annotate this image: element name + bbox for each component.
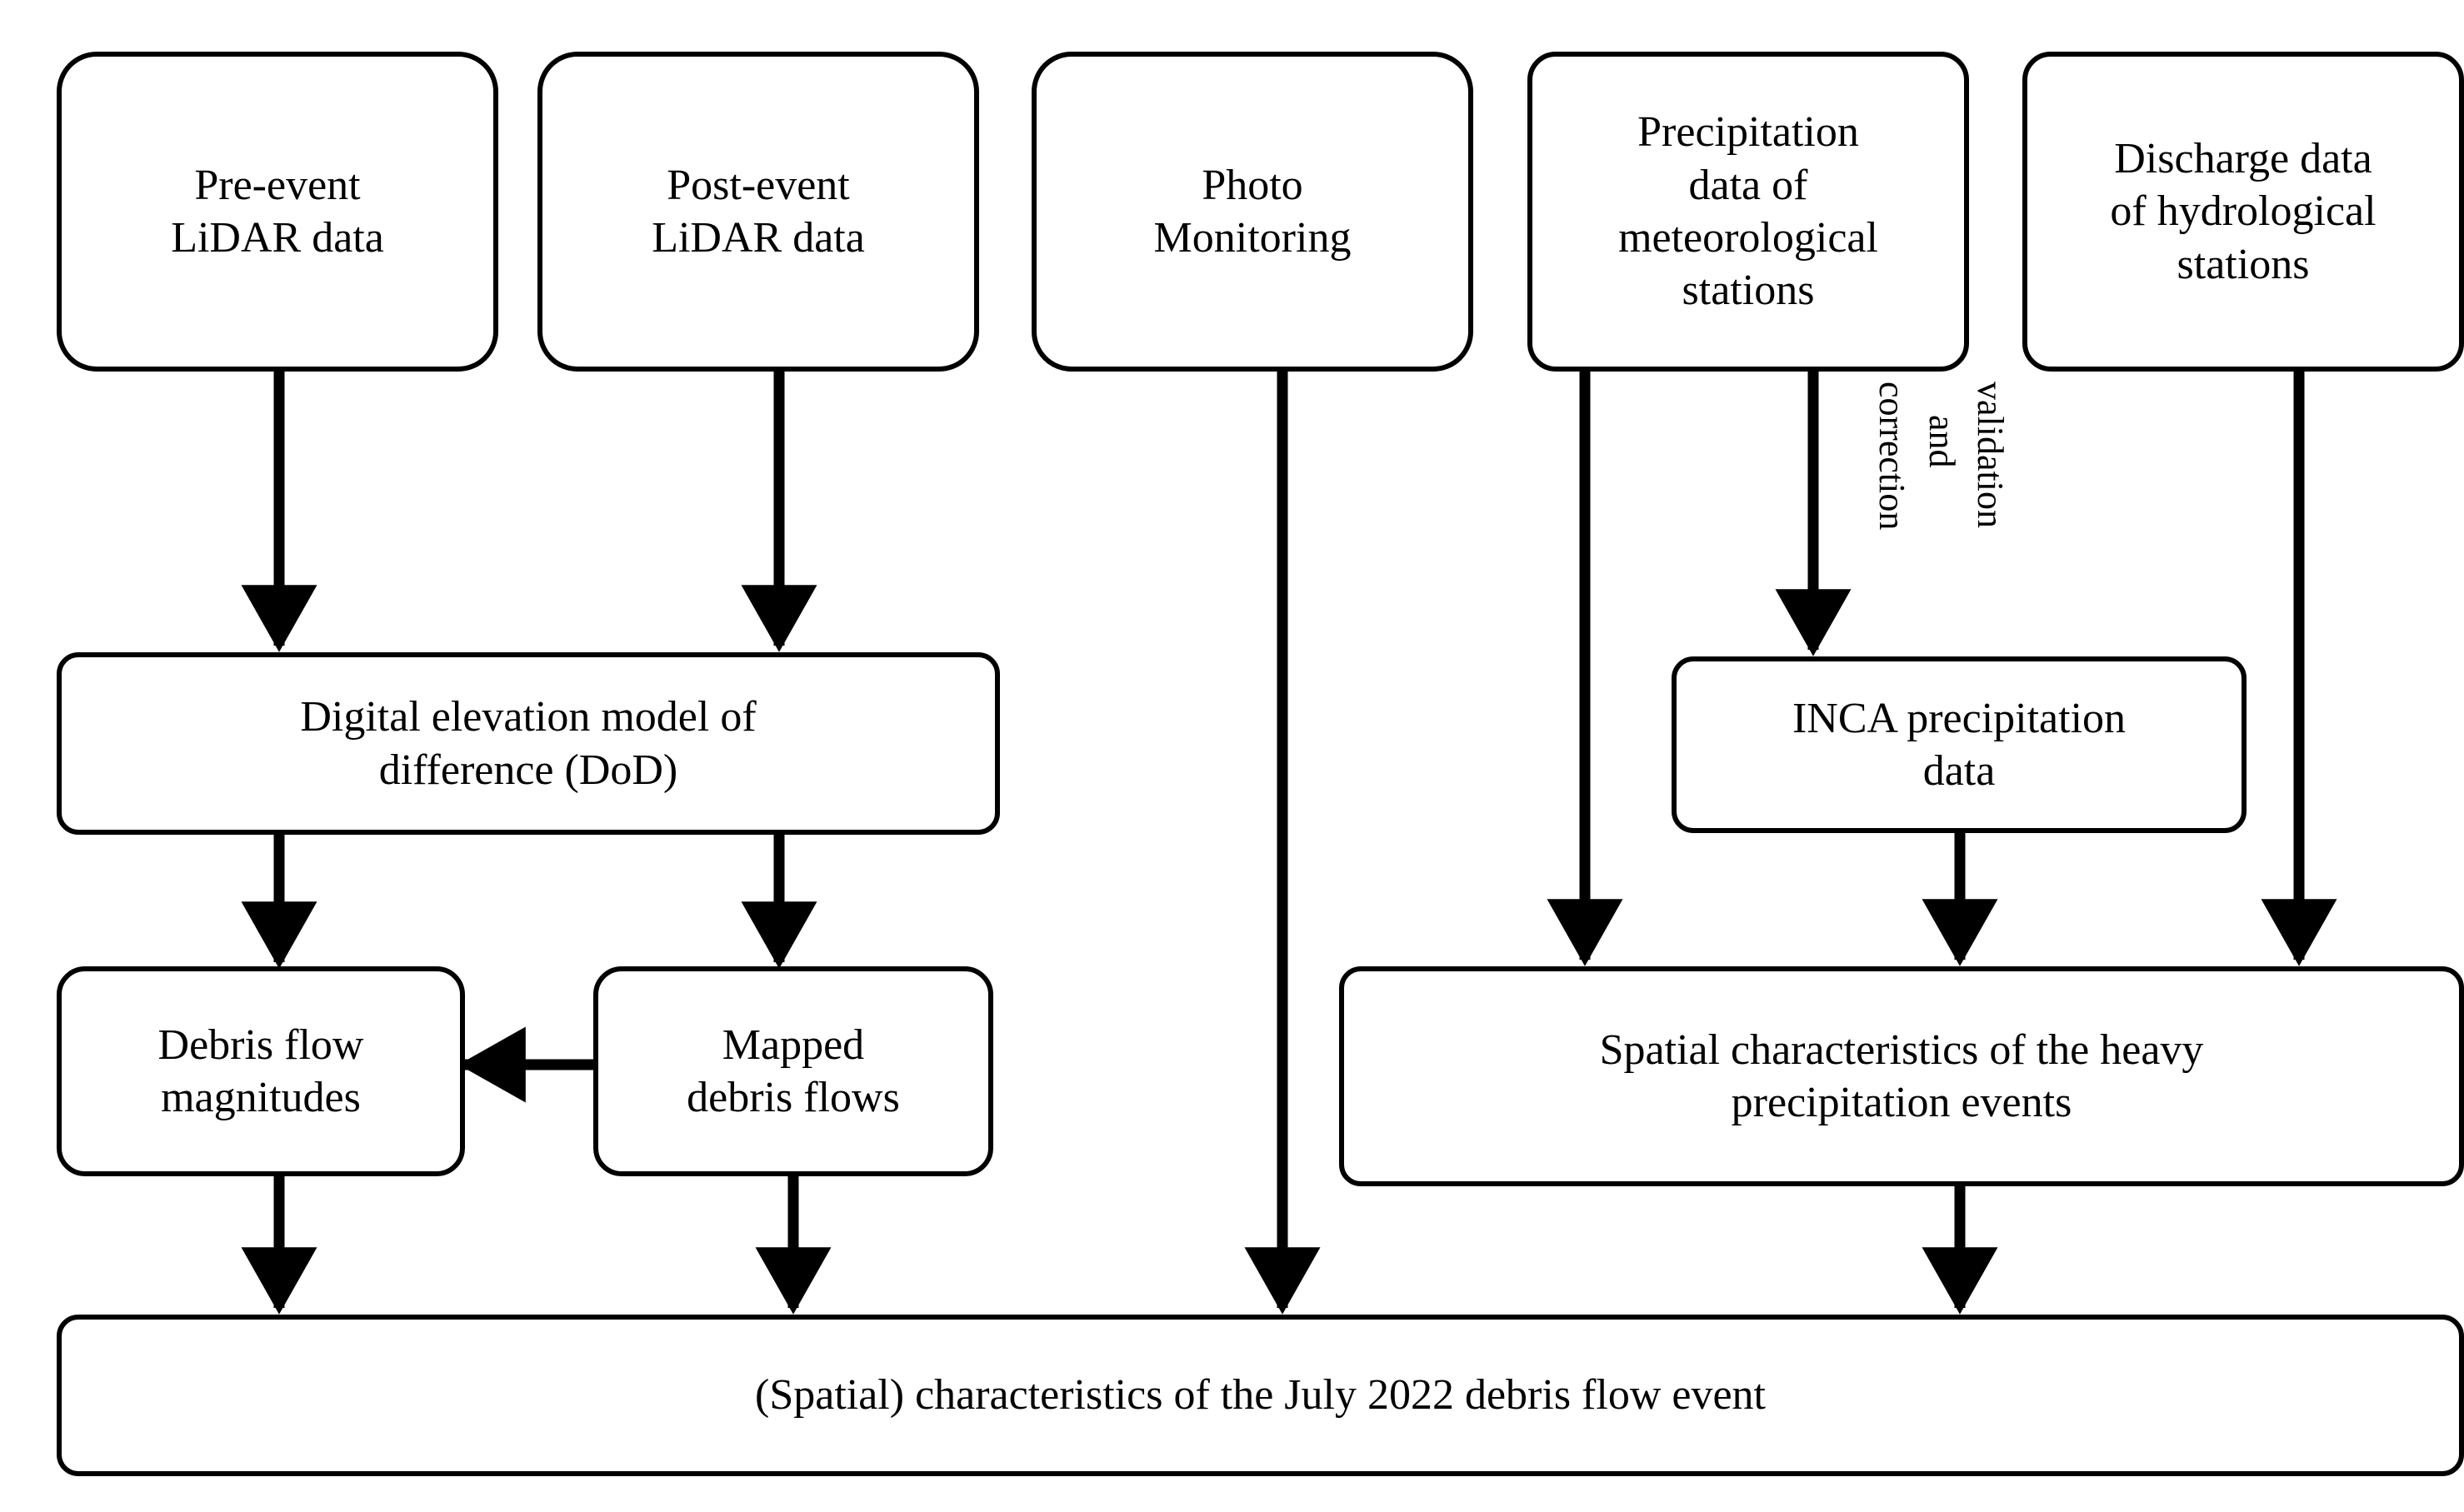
- node-mapped-debris-flows[interactable]: Mapped debris flows: [593, 966, 993, 1176]
- node-digital-elevation-model-of-difference[interactable]: Digital elevation model of difference (D…: [57, 652, 1000, 835]
- node-inca-precipitation-data[interactable]: INCA precipitation data: [1672, 656, 2247, 833]
- edge-label-line-correction: correction: [1872, 382, 1912, 531]
- node-photo-monitoring[interactable]: Photo Monitoring: [1032, 52, 1473, 372]
- node-pre-event-lidar-data[interactable]: Pre-event LiDAR data: [57, 52, 498, 372]
- node-precipitation-data-of-meteorological-stations[interactable]: Precipitation data of meteorological sta…: [1527, 52, 1969, 372]
- node-spatial-characteristics-of-heavy-precipitation-events[interactable]: Spatial characteristics of the heavy pre…: [1339, 966, 2464, 1186]
- edge-label-line-validation: validation: [1970, 382, 2011, 528]
- edge-label-validation-and-correction: correction and validation: [1830, 382, 2180, 631]
- edge-label-line-and: and: [1922, 415, 1962, 468]
- node-discharge-data-of-hydrological-stations[interactable]: Discharge data of hydrological stations: [2022, 52, 2464, 372]
- node-post-event-lidar-data[interactable]: Post-event LiDAR data: [537, 52, 979, 372]
- node-debris-flow-magnitudes[interactable]: Debris flow magnitudes: [57, 966, 465, 1176]
- node-final-spatial-characteristics-july-2022-debris-flow-event[interactable]: (Spatial) characteristics of the July 20…: [57, 1315, 2464, 1476]
